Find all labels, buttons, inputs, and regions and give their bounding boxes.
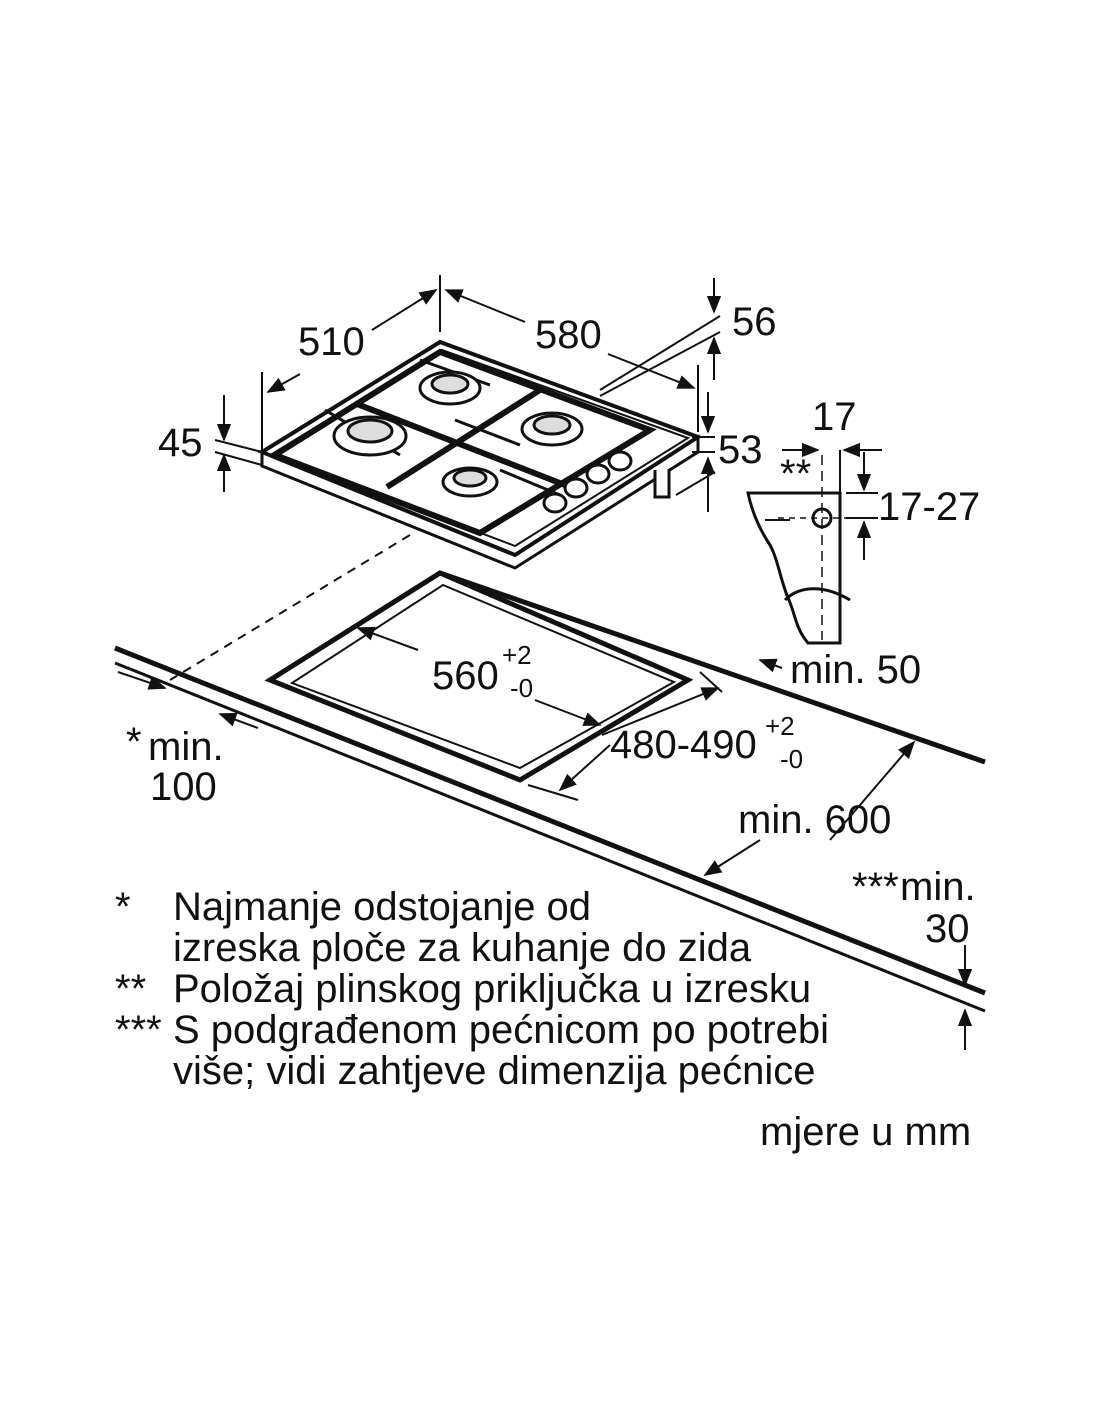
dim-line-480-490 [699,671,723,693]
countertop-back-edge [114,645,986,996]
label-min-600: min. 600 [738,798,891,842]
legend-mark-2: ** [115,967,147,1011]
knob-3 [585,463,611,485]
label-510: 510 [298,320,365,364]
label-rear-star: * [126,720,142,764]
countertop [114,534,986,1013]
label-bottom-stars: *** [852,865,899,909]
dimension-labels: 510 580 45 56 53 17 ** 17-27 min. 50 560… [126,300,980,951]
gas-inlet [653,470,671,499]
label-560-tol-minus: -0 [510,673,533,703]
cutout-inner [289,583,677,770]
burner-front-left [332,415,408,457]
label-17-27: 17-27 [878,485,980,529]
legend-mark-1: * [115,885,131,929]
burner-front-right [441,466,499,498]
label-45: 45 [158,421,203,465]
label-bottom-min: min. [900,865,976,909]
control-knobs [542,450,633,514]
dim-line-510 [268,290,436,392]
burner-rear-left [418,370,482,406]
dim-line-min-100 [117,671,167,690]
cutout-outer [264,570,694,783]
units-note: mjere u mm [760,1110,972,1154]
countertop-front-edge [114,661,986,1013]
label-56: 56 [732,300,777,344]
legend-text-1b: izreska ploče za kuhanje do zida [173,926,752,970]
label-53: 53 [718,428,763,472]
label-min-50: min. 50 [790,648,921,692]
countertop-wall-edge [439,570,986,765]
label-rear-value: 100 [150,765,217,809]
rear-projection-dashed [169,534,411,681]
label-gas-marker: ** [780,452,811,496]
label-560: 560 [432,654,499,698]
hob [257,339,703,570]
dim-line-min-50 [758,658,783,673]
knob-4 [607,450,633,472]
legend-text-1a: Najmanje odstojanje od [173,885,592,929]
legend-text-2: Položaj plinskog priključka u izresku [173,967,812,1011]
label-480-490-tol-plus: +2 [765,711,795,741]
label-rear-min: min. [148,725,224,769]
knob-1 [542,492,568,514]
dim-line-56 [599,315,721,397]
dim-line-min-600 [829,740,916,841]
label-bottom-value: 30 [925,907,970,951]
burner-rear-right [520,411,584,447]
label-580: 580 [535,313,602,357]
label-560-tol-plus: +2 [502,640,532,670]
knob-2 [563,477,589,499]
hob-top [257,339,703,558]
gas-connection-detail [746,450,878,645]
label-17: 17 [812,395,857,439]
dim-line-560 [356,626,419,651]
legend-mark-3: *** [115,1008,162,1052]
legend-text-3b: više; vidi zahtjeve dimenzija pećnice [173,1049,816,1093]
dimension-lines [117,275,973,1050]
detail-profile [746,491,842,645]
label-480-490-tol-minus: -0 [780,744,803,774]
label-480-490: 480-490 [610,723,757,767]
grate-divider-1 [355,401,567,488]
dim-line-580 [446,290,694,388]
legend-text-3a: S podgrađenom pećnicom po potrebi [173,1008,829,1052]
